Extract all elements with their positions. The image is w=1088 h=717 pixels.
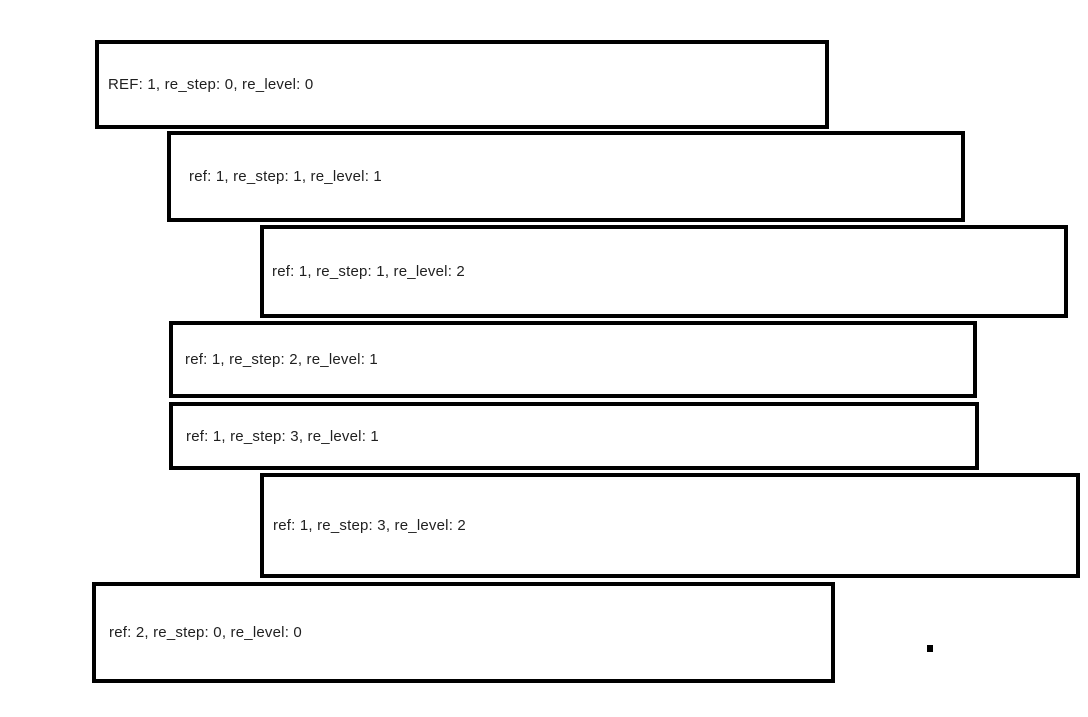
recursion-box-ref1-step2-level1: ref: 1, re_step: 2, re_level: 1 xyxy=(169,321,977,398)
small-square-marker xyxy=(927,645,933,652)
recursion-box-ref1-step3-level2: ref: 1, re_step: 3, re_level: 2 xyxy=(260,473,1080,578)
recursion-box-ref1-step1-level2: ref: 1, re_step: 1, re_level: 2 xyxy=(260,225,1068,318)
recursion-box-label: ref: 1, re_step: 1, re_level: 2 xyxy=(272,263,465,280)
recursion-box-label: ref: 1, re_step: 3, re_level: 1 xyxy=(186,427,379,445)
recursion-box-label: REF: 1, re_step: 0, re_level: 0 xyxy=(108,76,314,93)
recursion-box-label: ref: 2, re_step: 0, re_level: 0 xyxy=(109,624,302,641)
recursion-box-ref1-step0-level0: REF: 1, re_step: 0, re_level: 0 xyxy=(95,40,829,129)
recursion-box-ref2-step0-level0: ref: 2, re_step: 0, re_level: 0 xyxy=(92,582,835,683)
recursion-box-label: ref: 1, re_step: 1, re_level: 1 xyxy=(189,168,382,185)
recursion-box-ref1-step3-level1: ref: 1, re_step: 3, re_level: 1 xyxy=(169,402,979,470)
recursion-box-ref1-step1-level1: ref: 1, re_step: 1, re_level: 1 xyxy=(167,131,965,222)
recursion-box-label: ref: 1, re_step: 3, re_level: 2 xyxy=(273,517,466,534)
recursion-box-label: ref: 1, re_step: 2, re_level: 1 xyxy=(185,351,378,368)
